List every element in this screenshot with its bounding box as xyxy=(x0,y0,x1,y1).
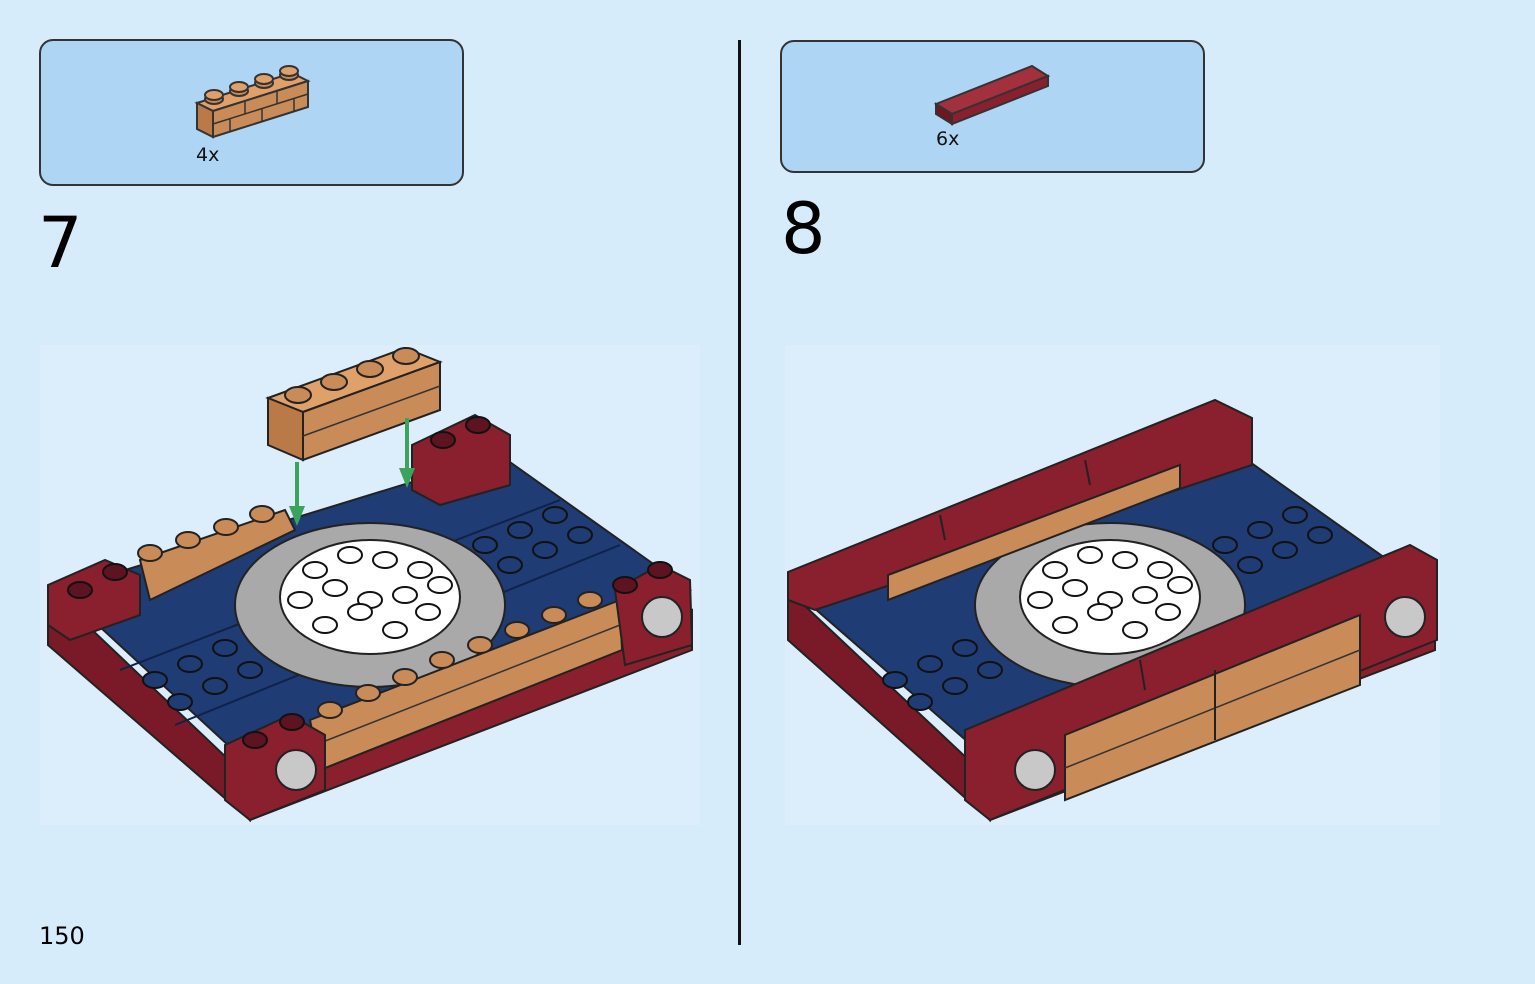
page-number: 150 xyxy=(39,922,85,950)
page-divider xyxy=(738,40,741,945)
step-7-number: 7 xyxy=(38,202,83,284)
step-7-part-quantity: 4x xyxy=(196,144,220,166)
step-8-part-quantity: 6x xyxy=(936,128,960,150)
step-8-number: 8 xyxy=(781,188,826,270)
step-7-parts-callout xyxy=(39,39,464,186)
step-8-parts-callout xyxy=(780,40,1205,173)
